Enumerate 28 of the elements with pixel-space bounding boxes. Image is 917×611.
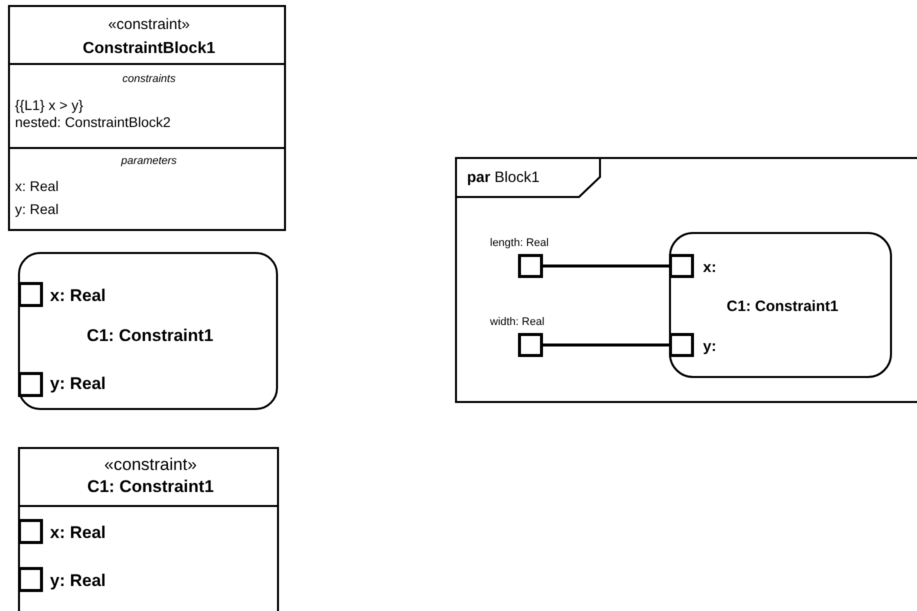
- frame-title: par Block1: [467, 169, 541, 186]
- parameter-label: width: Real: [490, 316, 544, 329]
- property-name: C1: Constraint1: [86, 326, 214, 346]
- parameter-label: x: Real: [50, 523, 107, 543]
- parameter-text: y: Real: [15, 201, 60, 218]
- stereotype-label: «constraint»: [103, 455, 198, 475]
- compartment-title: constraints: [121, 73, 177, 86]
- connector-line: [543, 264, 669, 268]
- constraint-block: [8, 5, 286, 231]
- property-name: C1: Constraint1: [726, 298, 840, 316]
- constraint-property: [669, 232, 892, 378]
- constraint-property: [18, 252, 278, 410]
- constraint-property-block: [18, 447, 279, 611]
- property-name: C1: Constraint1: [86, 477, 215, 497]
- parameter-label: length: Real: [490, 237, 549, 250]
- block-name: ConstraintBlock1: [82, 40, 216, 58]
- stereotype-label: «constraint»: [107, 16, 191, 34]
- constraint-text: nested: ConstraintBlock2: [15, 114, 172, 130]
- compartment-title: parameters: [120, 155, 178, 168]
- parameter-label: x:: [703, 259, 716, 276]
- constraint-text: {{L1} x > y}: [15, 97, 84, 114]
- parameter-label: x: Real: [50, 286, 107, 306]
- parameter-label: y: Real: [50, 571, 107, 591]
- diagram-frame: [455, 157, 917, 403]
- connector-line: [543, 344, 669, 346]
- parameter-text: x: Real: [15, 178, 60, 194]
- parameter-label: y:: [703, 338, 716, 356]
- parameter-label: y: Real: [50, 374, 107, 394]
